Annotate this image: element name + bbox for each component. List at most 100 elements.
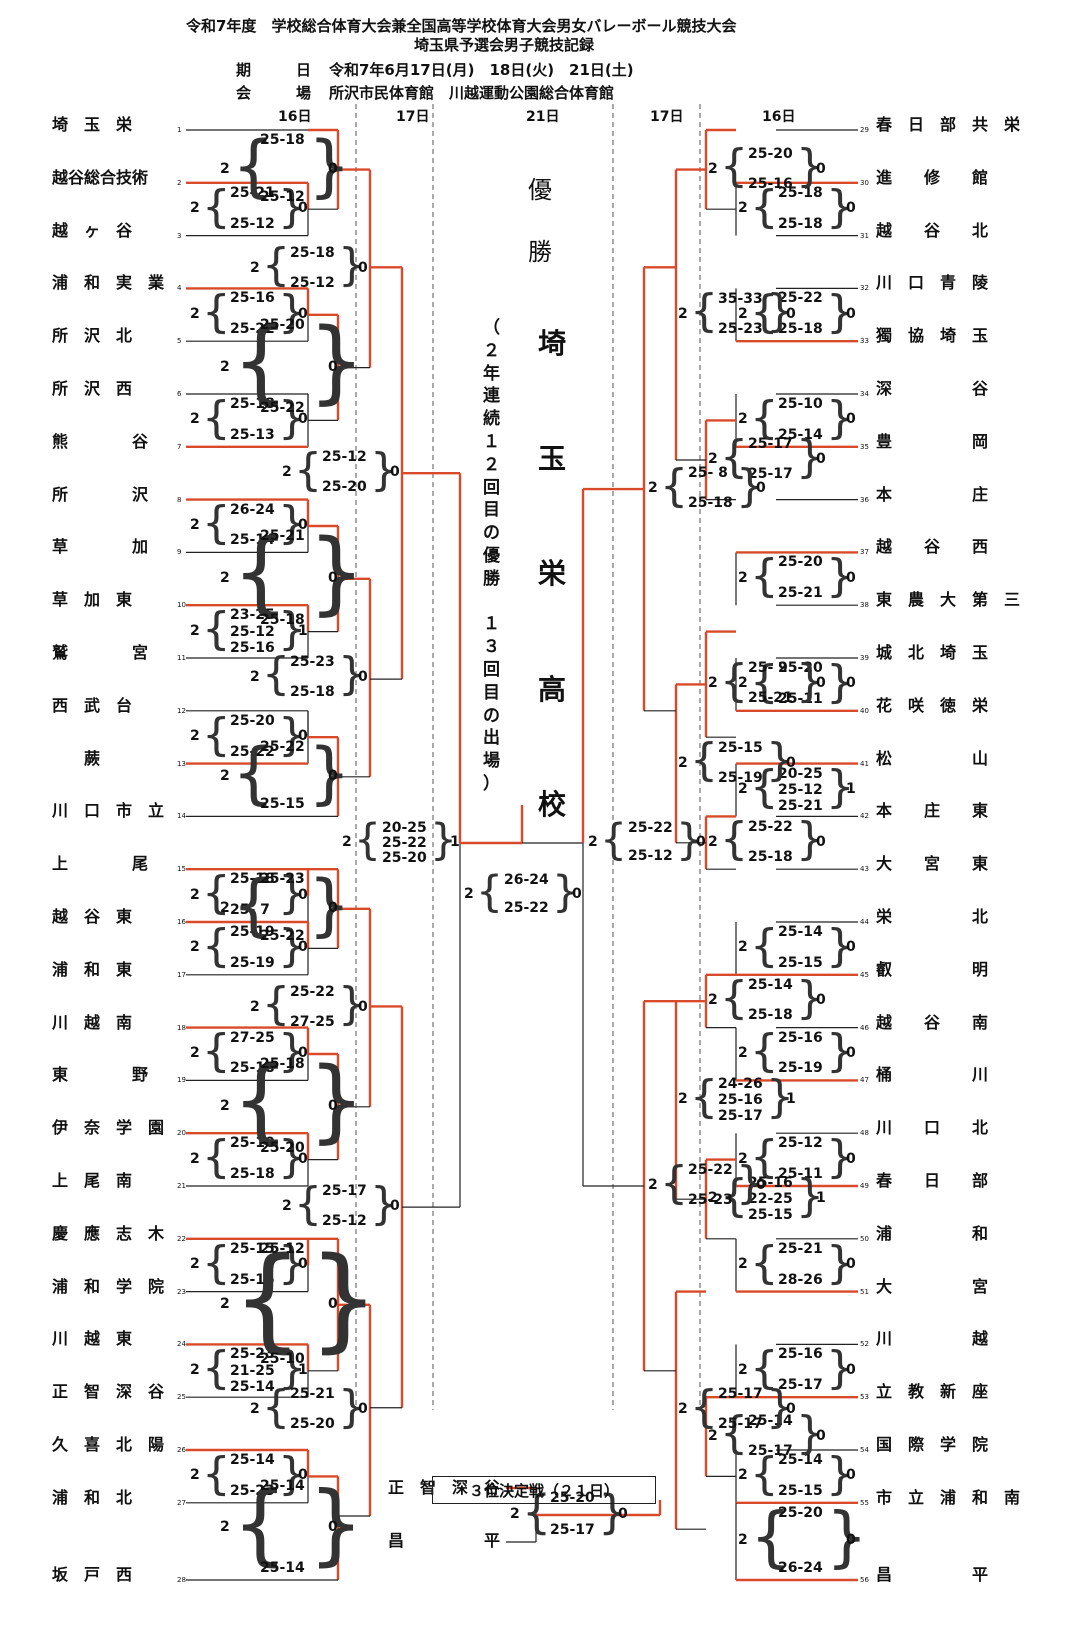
right-sets-lost: 0: [846, 939, 856, 956]
left-team-name: 坂 戸 西: [52, 1565, 133, 1584]
right-set-score: 25-12: [778, 1135, 823, 1152]
right-score-brace: }: [796, 972, 825, 1024]
left-set-score: 23-25: [230, 607, 275, 624]
left-sets-lost: 1: [298, 622, 308, 639]
right-sets-lost: 0: [846, 200, 856, 217]
left-set-score: 25-16: [230, 290, 275, 307]
right-sets-won: 2: [708, 451, 718, 467]
left-sets-won: 2: [220, 1295, 230, 1312]
left-sets-won: 2: [220, 1519, 230, 1536]
third-set-score: 25-20: [550, 1490, 595, 1506]
right-sets-won: 2: [678, 305, 688, 322]
left-sets-lost: 0: [298, 200, 308, 217]
left-score-brace: {: [232, 521, 290, 626]
left-sets-lost: 1: [298, 1361, 308, 1378]
left-team-seed: 21: [177, 1182, 186, 1190]
left-set-score: 25-20: [290, 1416, 335, 1433]
left-set-score: 25-18: [230, 396, 275, 412]
left-set-score: 25-12: [230, 623, 275, 640]
right-team-seed: 42: [860, 812, 869, 821]
left-team-seed: 20: [177, 1129, 186, 1138]
left-set-score: 25-21: [260, 528, 305, 544]
right-set-score: 25-21: [778, 1240, 823, 1257]
left-score-brace: }: [278, 601, 307, 655]
right-score-brace: }: [796, 141, 825, 193]
champion-note-char: 目: [483, 500, 500, 521]
champion-note-char: の: [483, 705, 500, 726]
left-set-score: 25-18: [230, 1060, 275, 1077]
right-team-name: 川 越: [876, 1329, 989, 1349]
champion-note-char: 連: [483, 386, 500, 407]
right-team-seed: 45: [860, 970, 869, 979]
right-team-name: 国 際 学 院: [876, 1435, 989, 1454]
right-sets-lost: 0: [816, 992, 826, 1009]
left-set-score: 25-22: [230, 743, 275, 760]
right-sets-won: 2: [708, 833, 718, 850]
right-team-seed: 53: [860, 1393, 869, 1402]
right-sets-won: 2: [708, 1190, 718, 1207]
right-score-brace: {: [720, 141, 749, 193]
right-score-brace: {: [750, 1129, 779, 1183]
right-set-score: 25-20: [778, 660, 823, 676]
right-score-brace: {: [750, 760, 779, 814]
third-place-team-b: 昌 平: [388, 1531, 501, 1550]
right-sets-lost: 0: [816, 160, 826, 177]
left-team-name: 川 越 南: [52, 1012, 133, 1032]
right-set-score: 25-14: [778, 1452, 823, 1468]
left-score-brace: }: [308, 865, 351, 944]
right-sets-won: 2: [738, 200, 748, 217]
right-score-brace: {: [750, 1446, 779, 1500]
left-team-seed: 10: [177, 601, 186, 610]
right-sets-won: 2: [648, 1177, 658, 1193]
right-sets-won: 2: [648, 480, 658, 497]
left-score-brace: {: [202, 1235, 231, 1289]
left-sets-lost: 0: [358, 998, 368, 1015]
left-set-score: 25-20: [322, 479, 367, 496]
right-team-seed: 34: [860, 390, 869, 398]
right-set-score: 22-25: [748, 1191, 793, 1208]
right-score-brace: {: [750, 1499, 792, 1576]
right-sets-won: 2: [738, 1256, 748, 1273]
left-score-brace: {: [202, 865, 231, 919]
right-team-seed: 41: [860, 759, 869, 768]
left-score-brace: }: [278, 285, 307, 339]
third-place-label: ３位決定戦（２１日）: [432, 1476, 656, 1504]
champion-note-char: ）: [483, 774, 500, 794]
right-set-score: 25-10: [778, 396, 823, 412]
center-sets-won: 2: [464, 886, 474, 902]
right-score-brace: }: [826, 1024, 855, 1078]
right-team-name: 立 教 新 座: [876, 1382, 989, 1402]
right-score-brace: {: [750, 549, 779, 603]
right-sets-lost: 0: [846, 1045, 856, 1061]
left-team-name: 草 加 東: [52, 590, 133, 610]
right-set-score: 20-25: [778, 765, 823, 782]
left-score-brace: {: [354, 815, 382, 865]
right-sets-lost: 0: [846, 1467, 856, 1484]
right-score-brace: {: [750, 285, 779, 339]
left-set-score: 25-10: [230, 1135, 275, 1152]
right-sets-won: 2: [738, 1150, 748, 1167]
right-set-score: 25-16: [718, 1092, 763, 1109]
left-score-brace: }: [308, 1234, 380, 1365]
left-team-seed: 24: [177, 1340, 186, 1349]
left-set-score: 25-22: [260, 928, 305, 945]
left-team-seed: 14: [177, 812, 186, 821]
venue-label: 会 場: [236, 84, 312, 102]
right-set-score: 25-18: [778, 321, 823, 338]
left-team-name: 上 尾 南: [52, 1171, 133, 1190]
left-set-score: 25-15: [230, 1240, 275, 1257]
left-team-name: 正 智 深 谷: [52, 1382, 165, 1402]
right-team-seed: 52: [860, 1340, 869, 1349]
right-team-name: 桶 川: [876, 1065, 989, 1085]
right-score-brace: }: [766, 1382, 795, 1434]
third-sets-lost: 0: [618, 1506, 628, 1522]
right-team-seed: 56: [860, 1576, 869, 1584]
right-team-seed: 44: [860, 918, 869, 926]
champion-name-4: 高: [538, 673, 567, 706]
left-set-score: 25-23: [290, 653, 335, 670]
right-set-score: 25-22: [688, 1162, 733, 1178]
right-sets-won: 2: [738, 411, 748, 428]
left-team-seed: 27: [177, 1498, 186, 1507]
left-score-brace: {: [262, 240, 291, 292]
right-score-brace: {: [720, 1170, 749, 1222]
